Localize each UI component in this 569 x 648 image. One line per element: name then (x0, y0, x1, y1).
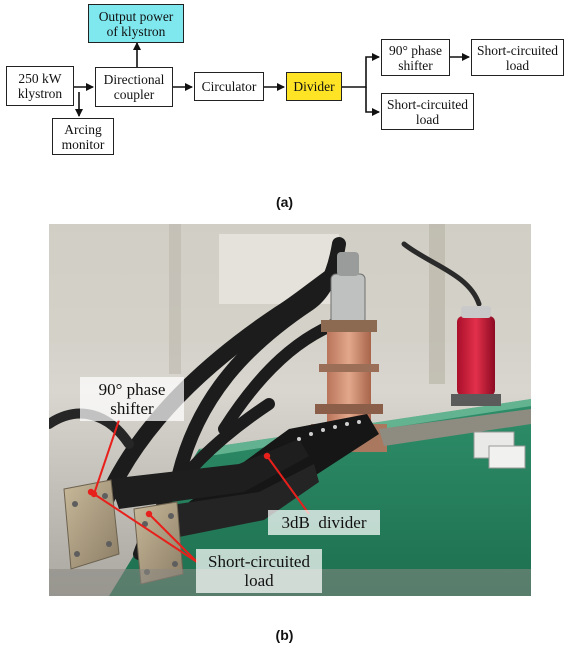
klystron-box: 250 kW klystron (6, 66, 74, 106)
copper-flange (321, 320, 377, 332)
arcing-monitor-box: Arcing monitor (52, 118, 114, 155)
hall-column (169, 224, 181, 374)
caption-a: (a) (0, 194, 569, 210)
arrow-divider-to-phase-shifter (342, 57, 379, 87)
short-circuited-load-top-box: Short-circuited load (471, 39, 564, 76)
copper-flange (315, 404, 383, 414)
photo-label-phase-shifter: 90° phase shifter (80, 377, 184, 421)
divider-box: Divider (286, 72, 342, 101)
output-power-box: Output power of klystron (88, 4, 184, 43)
circulator-box: Circulator (194, 72, 264, 101)
directional-coupler-box: Directional coupler (95, 67, 173, 107)
vacuum-gauge (331, 274, 365, 324)
caption-b: (b) (0, 627, 569, 643)
leader-dot (146, 511, 152, 517)
leader-dot (88, 489, 94, 495)
arrow-divider-to-load (366, 87, 379, 112)
short-circuited-load-bottom-box: Short-circuited load (381, 93, 474, 130)
copper-flange (319, 364, 379, 372)
red-pump (457, 316, 495, 396)
leader-dot (264, 453, 270, 459)
hall-column (429, 224, 445, 384)
white-box (489, 446, 525, 468)
photo-label-short-circuited-load: Short-circuited load (196, 549, 322, 593)
red-pump-cap (461, 306, 491, 318)
phase-shifter-box: 90° phase shifter (381, 39, 450, 76)
red-pump-base (451, 394, 501, 406)
photo-label-3db-divider: 3dB divider (268, 510, 380, 535)
gauge-head (337, 252, 359, 276)
